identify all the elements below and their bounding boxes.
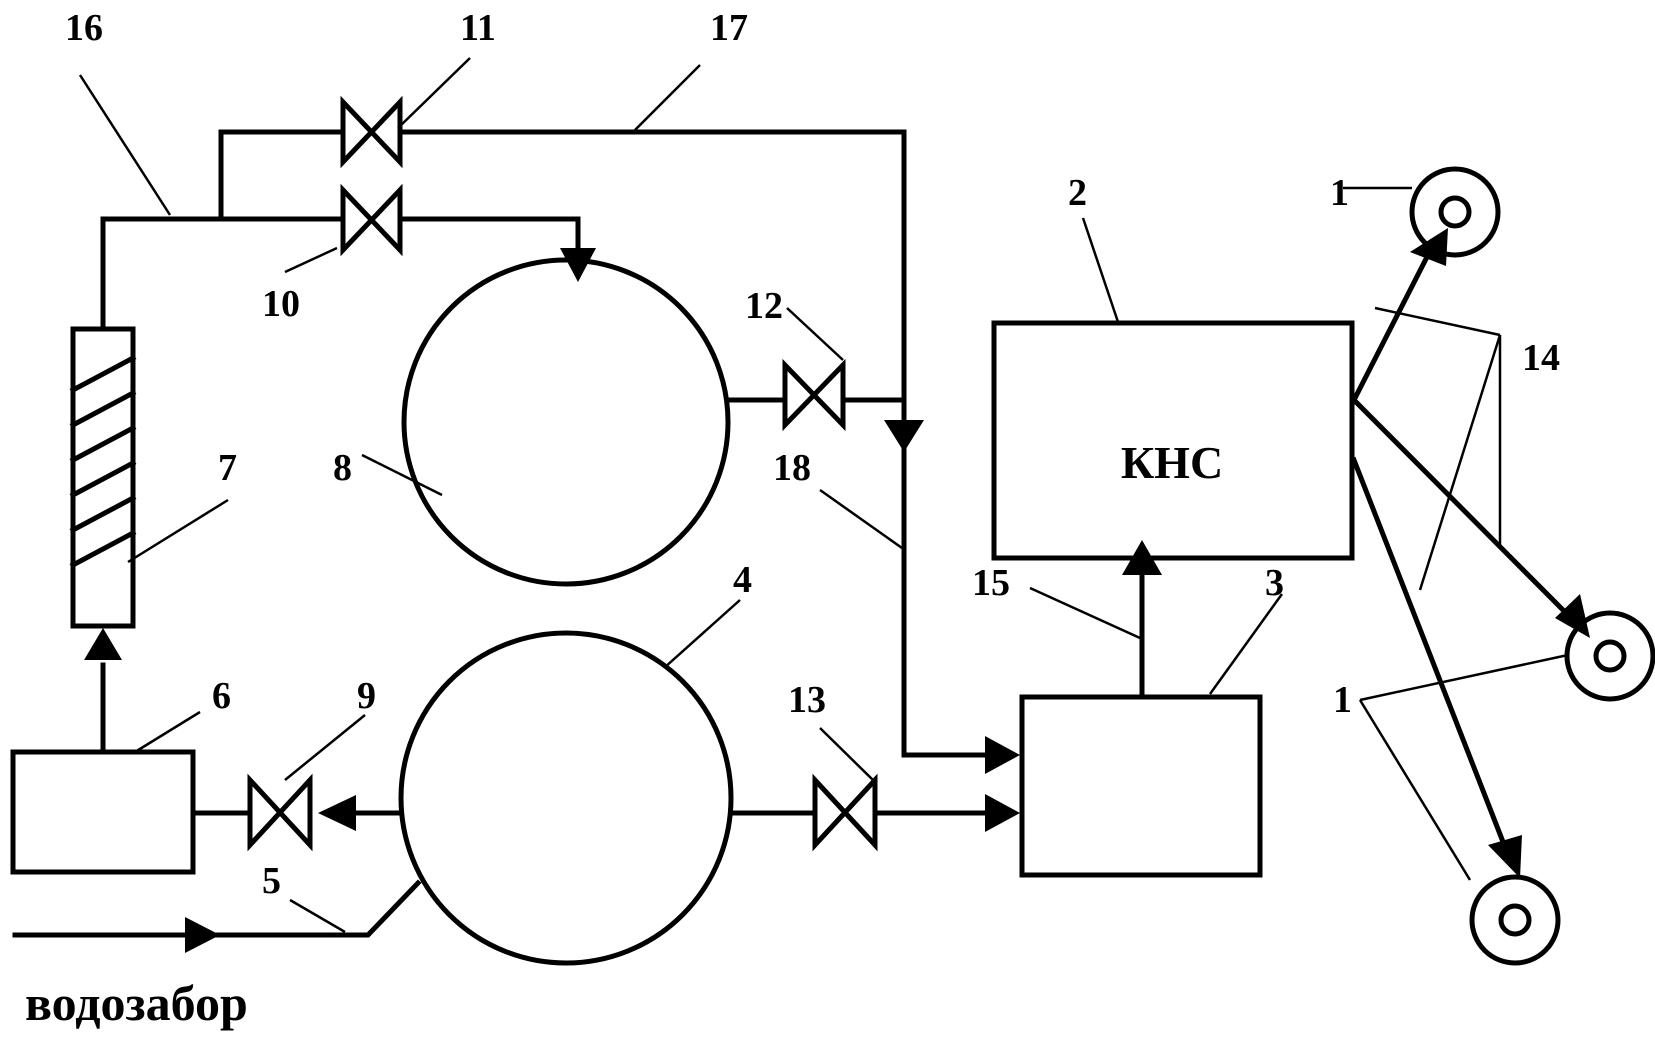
pipe-16 <box>103 219 343 328</box>
label-1-lower: 1 <box>1333 679 1352 721</box>
valve-9 <box>250 780 310 845</box>
label-6: 6 <box>212 675 231 717</box>
arrow-up-filter-7 <box>84 628 122 660</box>
arrow-left-to-valve-9 <box>318 795 356 831</box>
pipe-10-to-tank-8 <box>400 219 578 250</box>
valve-10 <box>343 190 400 250</box>
equipment <box>13 169 1653 963</box>
well-bottom <box>1472 877 1558 963</box>
arrow-down-junction-18 <box>884 420 924 452</box>
injection-lines-14 <box>1354 228 1590 878</box>
unit-6 <box>13 752 193 872</box>
pipe-5-intake <box>15 883 418 935</box>
valve-13 <box>815 780 875 845</box>
kns-label: КНС <box>1121 437 1223 488</box>
arrow-right-valve-13-to-box-3 <box>985 794 1020 832</box>
arrow-right-pipe-18-to-box-3 <box>985 736 1020 774</box>
pipe-branch-to-valve-11 <box>221 132 343 219</box>
label-8: 8 <box>333 447 352 489</box>
label-7: 7 <box>218 447 237 489</box>
label-17: 17 <box>710 7 748 49</box>
label-15: 15 <box>972 562 1010 604</box>
label-11: 11 <box>460 7 496 49</box>
label-13: 13 <box>788 679 826 721</box>
label-3: 3 <box>1265 562 1284 604</box>
label-12: 12 <box>745 285 783 327</box>
tank-8 <box>404 260 728 584</box>
arrow-right-intake <box>185 917 220 953</box>
unit-3 <box>1022 697 1260 875</box>
label-5: 5 <box>262 860 281 902</box>
tank-4 <box>401 633 731 963</box>
label-9: 9 <box>357 675 376 717</box>
label-2: 2 <box>1068 172 1087 214</box>
valve-12 <box>785 365 843 425</box>
label-18: 18 <box>773 447 811 489</box>
intake-caption: водозабор <box>25 975 248 1031</box>
label-4: 4 <box>733 559 752 601</box>
label-16: 16 <box>65 7 103 49</box>
label-14: 14 <box>1522 337 1560 379</box>
label-10: 10 <box>262 283 300 325</box>
well-top <box>1412 169 1498 255</box>
valve-11 <box>343 102 400 162</box>
label-1-top: 1 <box>1330 172 1349 214</box>
